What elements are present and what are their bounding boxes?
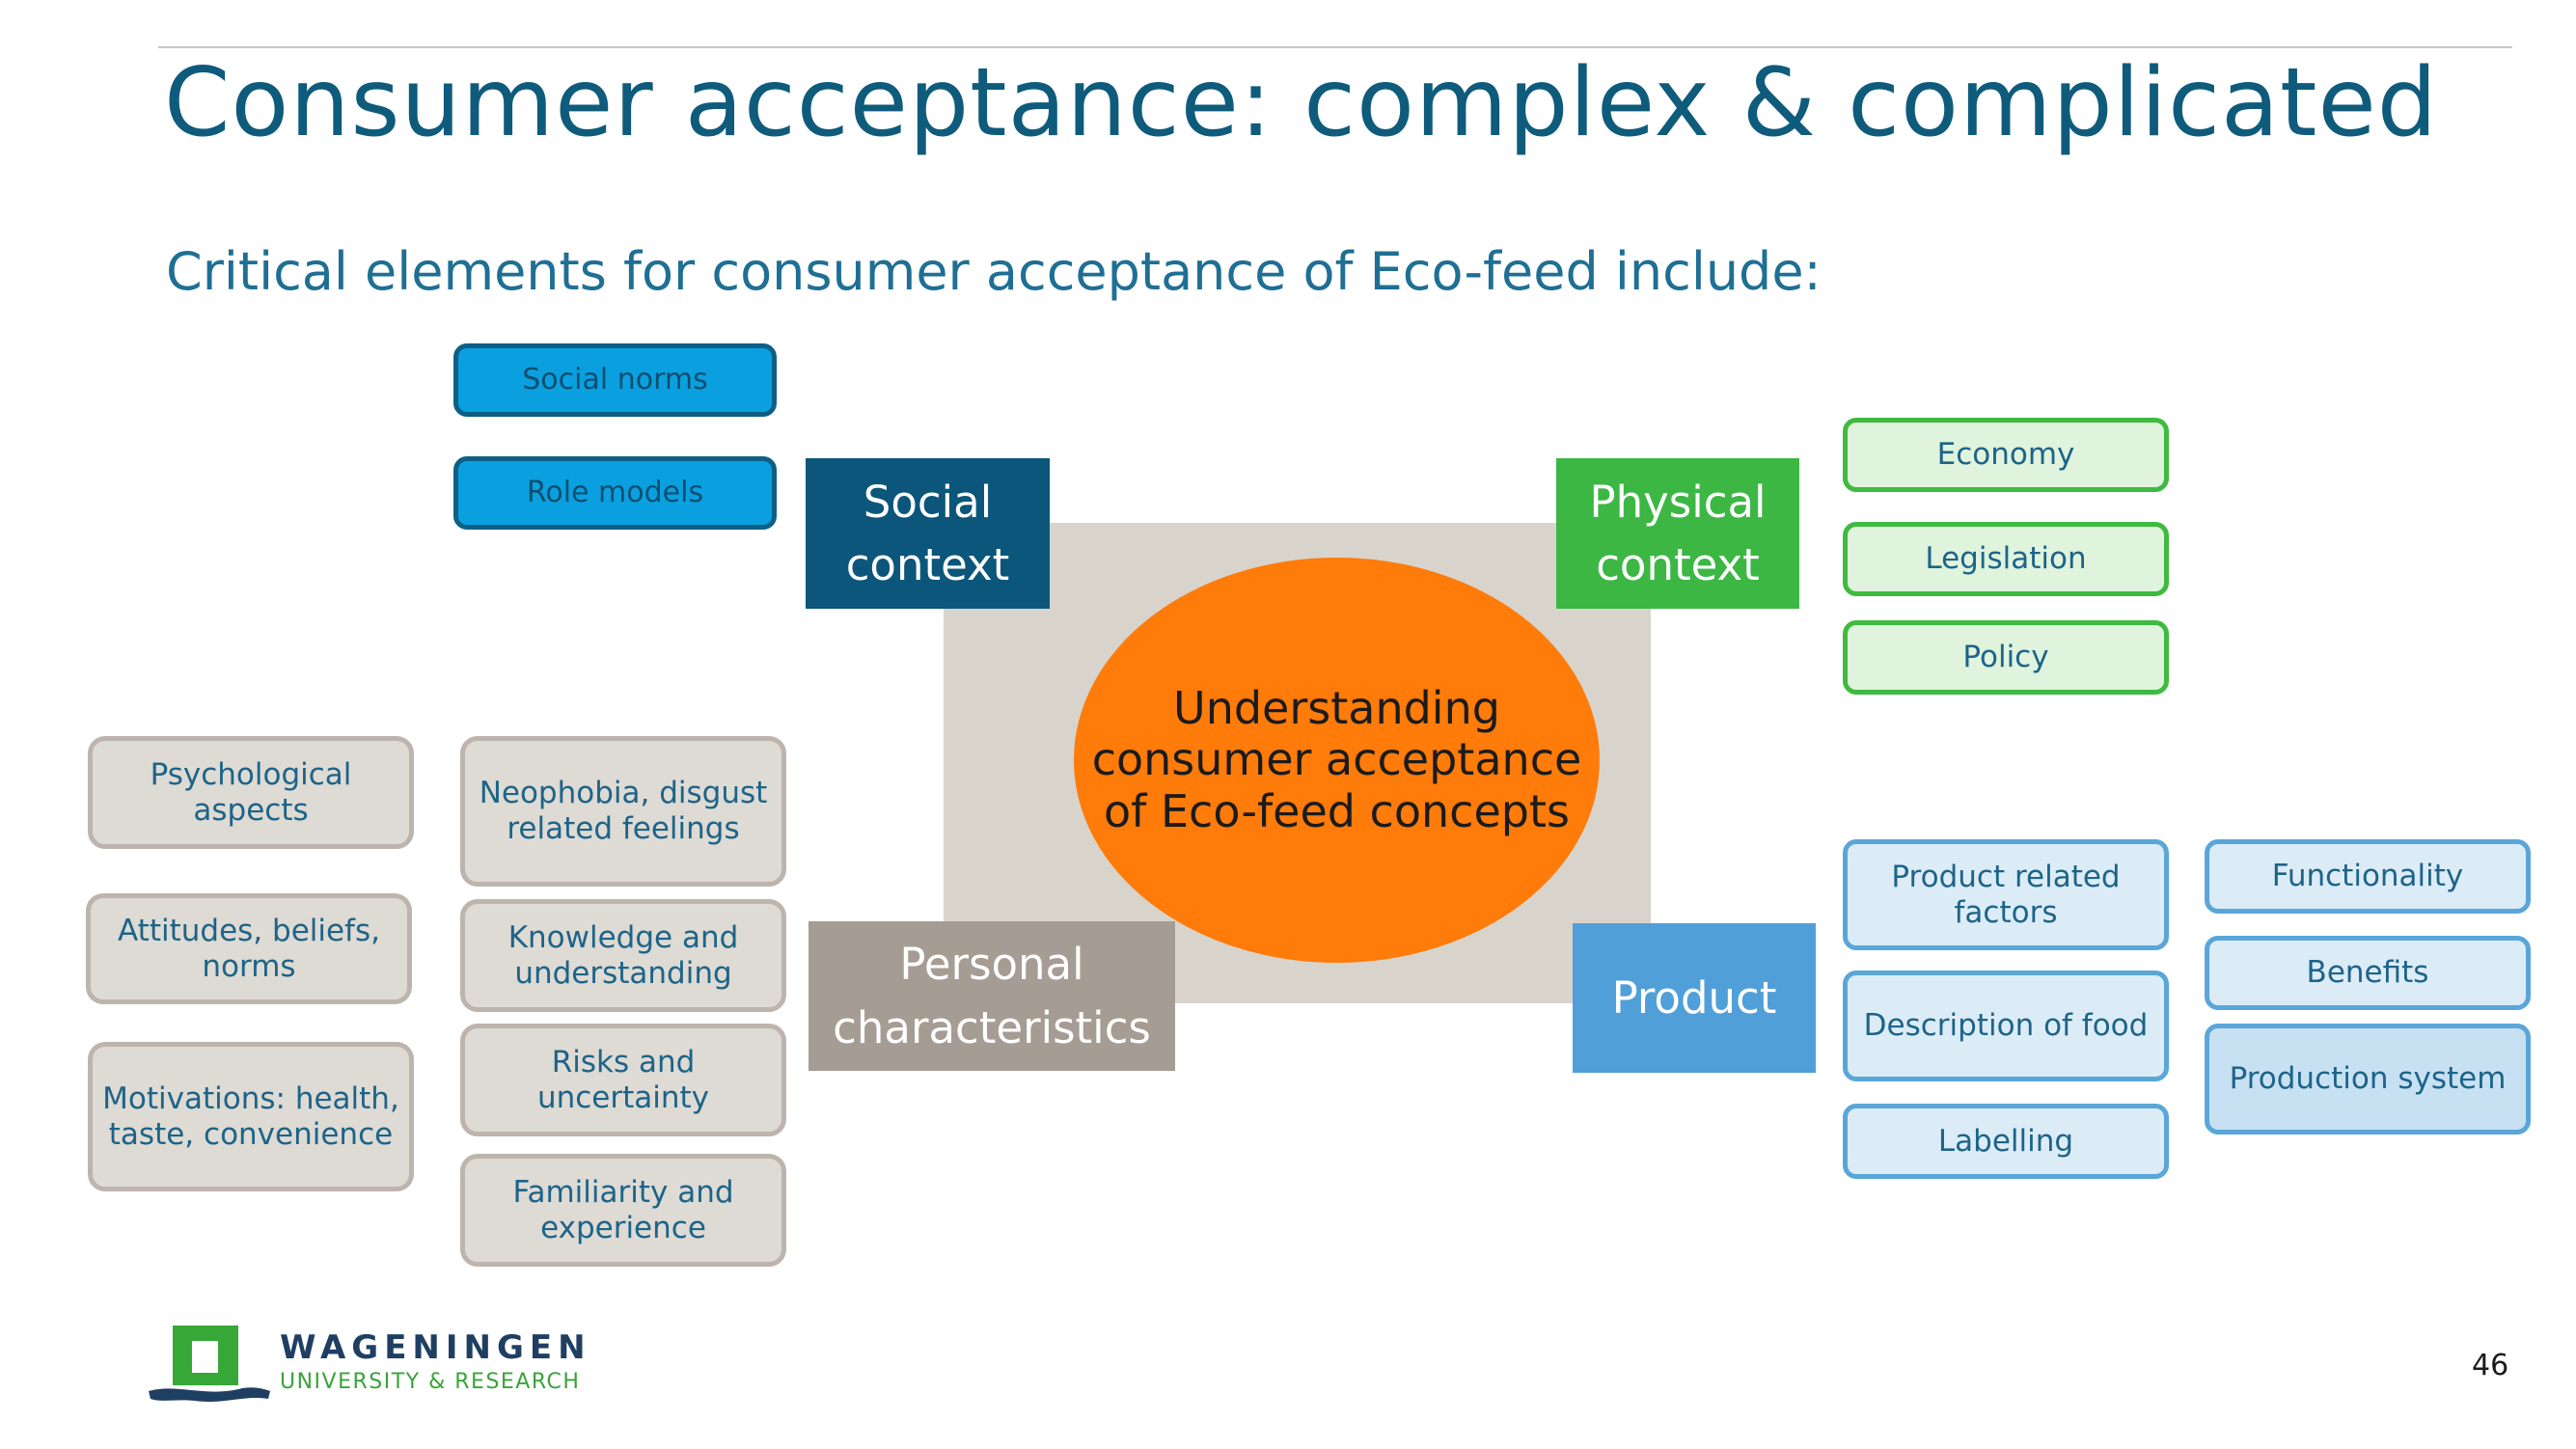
product-item-benefits: Benefits: [2205, 936, 2531, 1010]
physical-context-heading: Physical context: [1556, 458, 1799, 609]
physical-item-policy: Policy: [1843, 620, 2169, 695]
slide-subtitle: Critical elements for consumer acceptanc…: [166, 241, 1822, 302]
slide-title: Consumer acceptance: complex & complicat…: [164, 48, 2438, 158]
personal-item-motivations: Motivations: health, taste, convenience: [88, 1042, 414, 1191]
social-item-role-models: Role models: [453, 456, 777, 530]
product-item-product-factors: Product related factors: [1843, 839, 2169, 950]
product-item-labelling: Labelling: [1843, 1104, 2169, 1179]
social-item-social-norms: Social norms: [453, 343, 777, 417]
personal-item-attitudes: Attitudes, beliefs, norms: [86, 893, 412, 1004]
personal-item-neophobia: Neophobia, disgust related feelings: [460, 736, 786, 887]
personal-item-psychological-aspects: Psychological aspects: [88, 736, 414, 849]
product-item-functionality: Functionality: [2205, 839, 2531, 914]
product-item-description: Description of food: [1843, 971, 2169, 1081]
physical-item-economy: Economy: [1843, 418, 2169, 492]
page-number: 46: [2472, 1349, 2509, 1382]
wageningen-logo-icon: [149, 1326, 270, 1402]
logo-tagline: UNIVERSITY & RESEARCH: [280, 1370, 581, 1394]
personal-item-familiarity: Familiarity and experience: [460, 1154, 786, 1267]
physical-item-legislation: Legislation: [1843, 522, 2169, 596]
personal-item-knowledge: Knowledge and understanding: [460, 899, 786, 1012]
product-heading: Product: [1573, 923, 1816, 1073]
personal-characteristics-heading: Personal characteristics: [808, 921, 1175, 1071]
product-item-production-system: Production system: [2205, 1024, 2531, 1135]
center-ellipse: Understanding consumer acceptance of Eco…: [1074, 558, 1600, 963]
social-context-heading: Social context: [806, 458, 1050, 609]
personal-item-risks: Risks and uncertainty: [460, 1024, 786, 1136]
title-rule: [158, 46, 2512, 48]
logo-wordmark: WAGENINGEN: [280, 1328, 591, 1367]
